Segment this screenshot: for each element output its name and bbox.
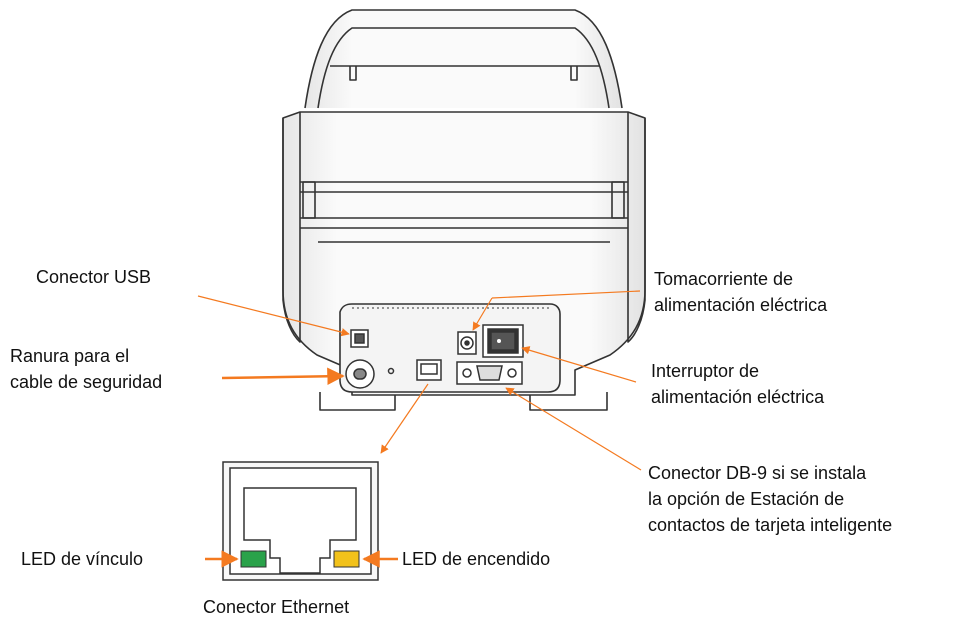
callouts [197,290,642,568]
callout-power-socket-b [472,297,493,331]
callout-ethernet [380,383,429,454]
printer-body [282,9,646,411]
power-switch-label: Interruptor de alimentación eléctrica [651,361,825,407]
ethernet-port-small [416,359,442,381]
callout-db9 [505,387,642,471]
power-led-label: LED de encendido [402,549,551,569]
usb-label: Conector USB [36,267,152,287]
power-socket-label: Tomacorriente de alimentación eléctrica [654,269,828,315]
callout-usb [197,295,350,337]
callout-power-socket-a [491,290,641,299]
callout-power-switch [521,346,637,383]
db9-connector [456,361,523,385]
power-switch [482,324,524,358]
ethernet-label: Conector Ethernet [203,597,350,617]
power-socket [457,331,477,355]
db9-label: Conector DB-9 si se instala la opción de… [648,463,893,535]
callout-lock-slot [221,367,345,386]
lock-slot-label: Ranura para el cable de seguridad [10,346,163,392]
power-led [333,550,360,568]
link-led [240,550,267,568]
usb-port [350,329,369,348]
link-led-label: LED de vínculo [21,549,144,569]
security-lock-slot [345,359,395,389]
